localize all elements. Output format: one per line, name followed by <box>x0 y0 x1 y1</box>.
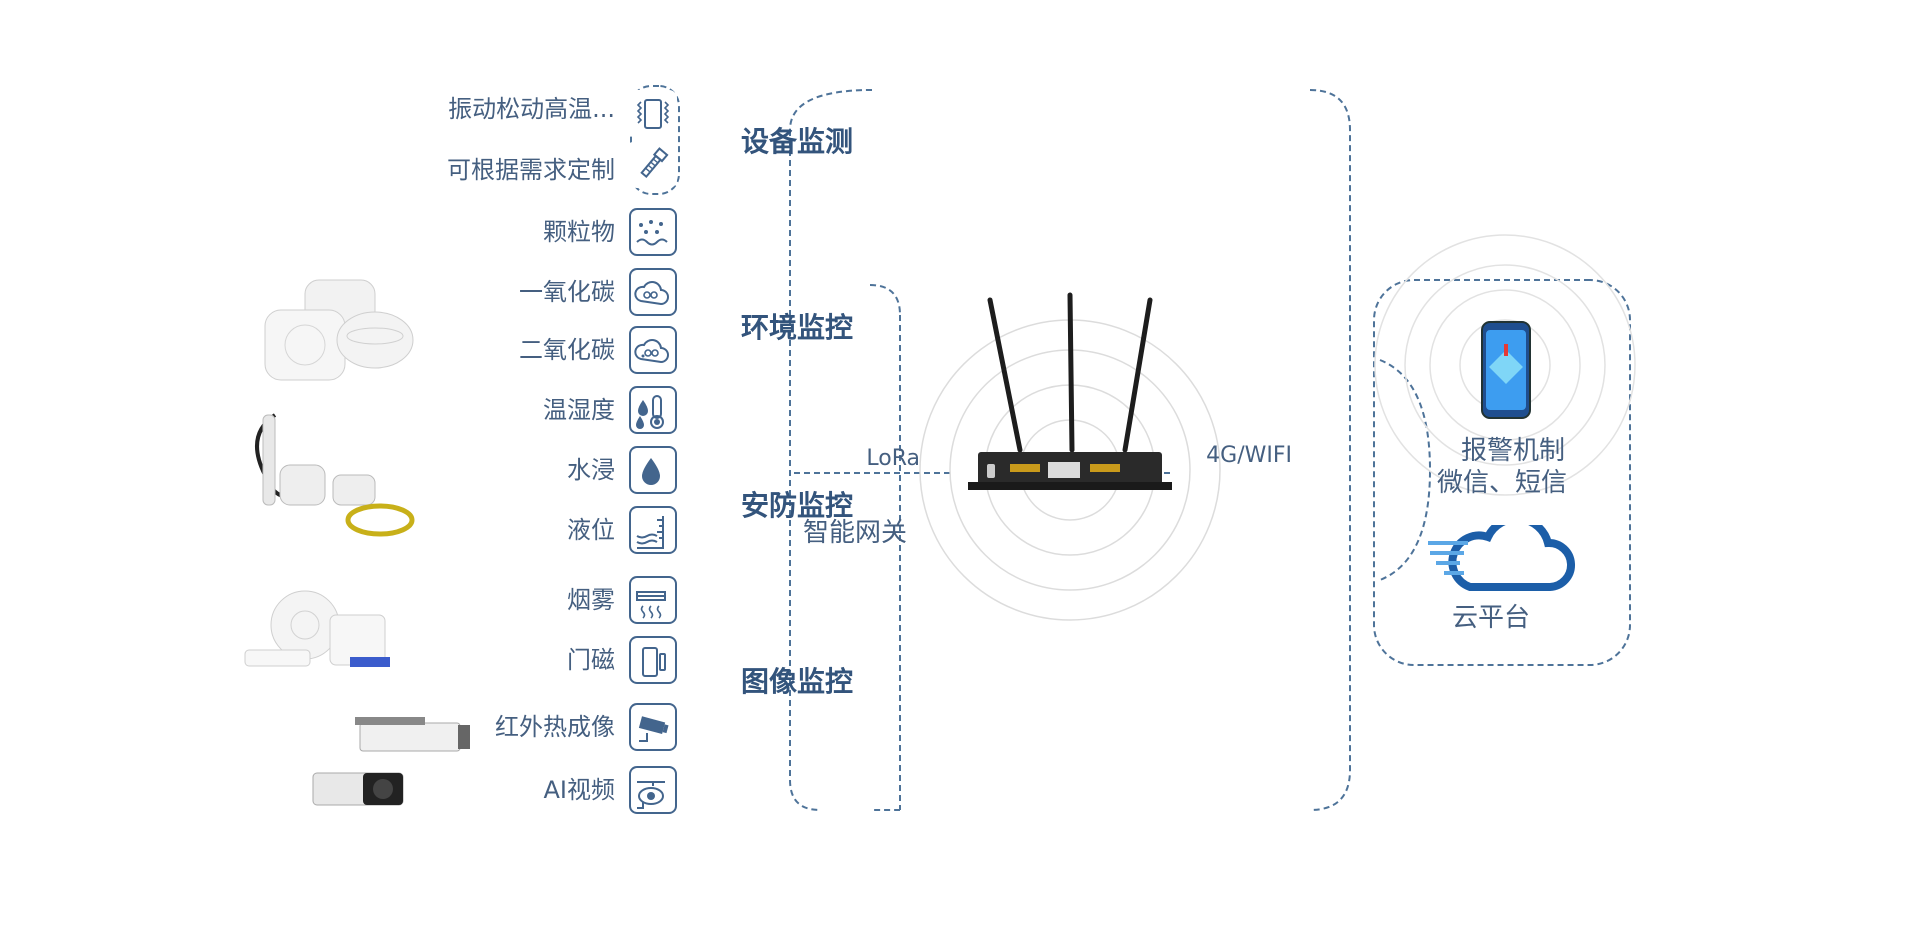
link-label-lora: LoRa <box>866 446 920 471</box>
sensor-label-temp-humidity: 温湿度 <box>543 396 615 424</box>
gateway-router-image <box>968 292 1172 490</box>
ai-camera-image <box>312 772 404 806</box>
category-environment-monitoring: 环境监控 <box>740 311 853 344</box>
water-drop-icon <box>629 446 677 494</box>
particulate-icon <box>629 208 677 256</box>
sensor-label-custom: 可根据需求定制 <box>447 156 615 184</box>
thermal-camera-image <box>355 717 470 752</box>
door-sensor-icon <box>629 636 677 684</box>
gas-sensor-products-image <box>264 279 414 381</box>
vibration-sensor-icon <box>629 90 677 138</box>
sensor-label-liquid-level: 液位 <box>567 516 615 544</box>
wechat-sms-label: 微信、短信 <box>1436 468 1567 498</box>
left-bracket <box>1309 89 1351 811</box>
thermometer-droplet-icon <box>629 386 677 434</box>
sensor-label-door: 门磁 <box>567 646 615 674</box>
sensor-label-smoke: 烟雾 <box>567 586 615 614</box>
sensor-label-ai-video: AI视频 <box>543 776 616 804</box>
co-cloud-icon <box>629 268 677 316</box>
sensor-label-co: 一氧化碳 <box>519 278 615 306</box>
gateway-label: 智能网关 <box>802 518 907 548</box>
water-sensor-products-image <box>255 413 415 537</box>
smartphone-image <box>1481 321 1531 419</box>
sensor-label-thermal: 红外热成像 <box>495 713 615 741</box>
sensor-label-water-leak: 水浸 <box>567 456 615 484</box>
category-equipment-monitoring: 设备监测 <box>740 125 853 158</box>
category-image-monitoring: 图像监控 <box>740 665 853 698</box>
co2-cloud-icon <box>629 326 677 374</box>
liquid-level-icon <box>629 506 677 554</box>
ai-camera-icon <box>629 766 677 814</box>
cloud-box <box>1373 279 1631 666</box>
smoke-door-sensor-image <box>244 590 390 667</box>
sensor-label-co2: 二氧化碳 <box>519 336 615 364</box>
sensor-label-vibration: 振动松动高温... <box>448 95 615 123</box>
sensor-label-particulate: 颗粒物 <box>543 218 615 246</box>
smoke-icon <box>629 576 677 624</box>
equipment-sensor-group-frame <box>630 85 680 195</box>
phone-signal-rings <box>1374 234 1636 496</box>
cloud-platform-label: 云平台 <box>1451 603 1530 633</box>
bolt-sensor-icon <box>629 140 677 188</box>
link-label-4g-wifi: 4G/WIFI <box>1206 443 1292 468</box>
category-security-monitoring: 安防监控 <box>740 489 853 522</box>
thermal-camera-icon <box>629 703 677 751</box>
alarm-mechanism-label: 报警机制 <box>1460 436 1565 466</box>
cloud-icon <box>1428 525 1575 591</box>
